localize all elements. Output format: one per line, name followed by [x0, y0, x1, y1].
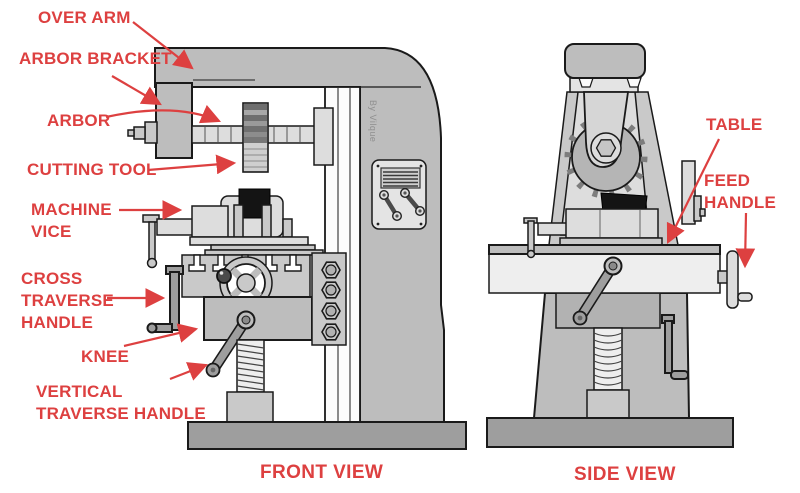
side-view-title: SIDE VIEW [574, 464, 676, 485]
label-knee: KNEE [81, 347, 130, 366]
base-side [486, 417, 734, 448]
arrow-arbor [105, 104, 222, 124]
label-table: TABLE [706, 115, 763, 134]
vice-side [537, 208, 663, 247]
label-feed-handle: FEED HANDLE [704, 171, 777, 212]
knee-bracket [311, 252, 347, 346]
spindle-plate [313, 107, 334, 166]
label-vertical-traverse-handle: VERTICAL TRAVERSE HANDLE [36, 382, 206, 423]
label-machine-vice: MACHINE VICE [31, 200, 112, 241]
vice-handle-rod [523, 217, 538, 259]
handwheel-knob [216, 268, 232, 284]
arrow-over-arm [132, 21, 194, 70]
arrow-feed-handle [735, 212, 756, 269]
knee-shape [203, 296, 313, 341]
arrow-arbor-bracket [111, 75, 162, 106]
arrow-vertical-traverse-handle [169, 362, 209, 381]
label-arbor: ARBOR [47, 111, 111, 130]
side-view-drawing [486, 43, 753, 448]
elevating-screw-front [226, 339, 274, 423]
callout-arrows [105, 21, 756, 381]
machine-vice-shape [142, 188, 324, 269]
label-cross-traverse-handle: CROSS TRAVERSE HANDLE [21, 269, 114, 332]
label-cutting-tool: CUTTING TOOL [27, 160, 157, 179]
arrow-knee [123, 323, 199, 348]
label-over-arm: OVER ARM [38, 8, 131, 27]
arrow-cutting-tool [147, 154, 237, 175]
side-lever [572, 256, 623, 326]
arbor-bracket-shape [155, 82, 193, 159]
watermark: By Vilque [368, 100, 378, 143]
overarm-side [564, 43, 646, 79]
column-panel [371, 159, 427, 230]
elevating-screw-side [586, 327, 630, 419]
knee-clamp-handle [661, 314, 689, 380]
feed-handle-shape [717, 250, 753, 309]
saddle-side [555, 292, 661, 329]
front-view-title: FRONT VIEW [260, 462, 384, 483]
cutting-tool-shape [242, 102, 269, 173]
base-front [187, 421, 467, 450]
cross-traverse-crank [146, 265, 184, 334]
arrow-table [666, 138, 720, 244]
vertical-traverse-handle-shape [205, 310, 256, 378]
label-arbor-bracket: ARBOR BRACKET [19, 49, 172, 68]
panel-levers [379, 187, 425, 222]
front-view-drawing [127, 47, 467, 450]
